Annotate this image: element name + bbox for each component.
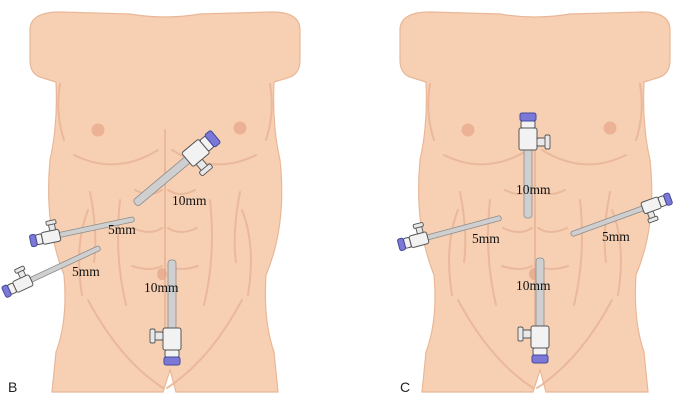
port-label-5mm-lower-b: 5mm [72,264,100,279]
port-label-10mm-lower-b: 10mm [144,280,179,295]
navel-b [157,268,167,280]
port-label-5mm-right-c: 5mm [602,229,630,244]
panel-c: C 10mm 5mm 5mm 10mm [394,11,677,395]
panel-letter-b: B [8,379,17,395]
port-label-10mm-upper-b: 10mm [172,193,207,208]
port-label-10mm-upper-c: 10mm [516,182,551,197]
port-label-5mm-upper-b: 5mm [108,222,136,237]
panel-letter-c: C [400,379,410,395]
nipple-left-c [461,123,475,137]
panel-b: B 10mm 5mm 5mm 10mm [0,11,301,395]
nipple-right-b [233,121,247,135]
nipple-right-c [603,121,617,135]
port-label-5mm-left-c: 5mm [472,231,500,246]
port-label-10mm-lower-c: 10mm [516,278,551,293]
nipple-left-b [91,123,105,137]
